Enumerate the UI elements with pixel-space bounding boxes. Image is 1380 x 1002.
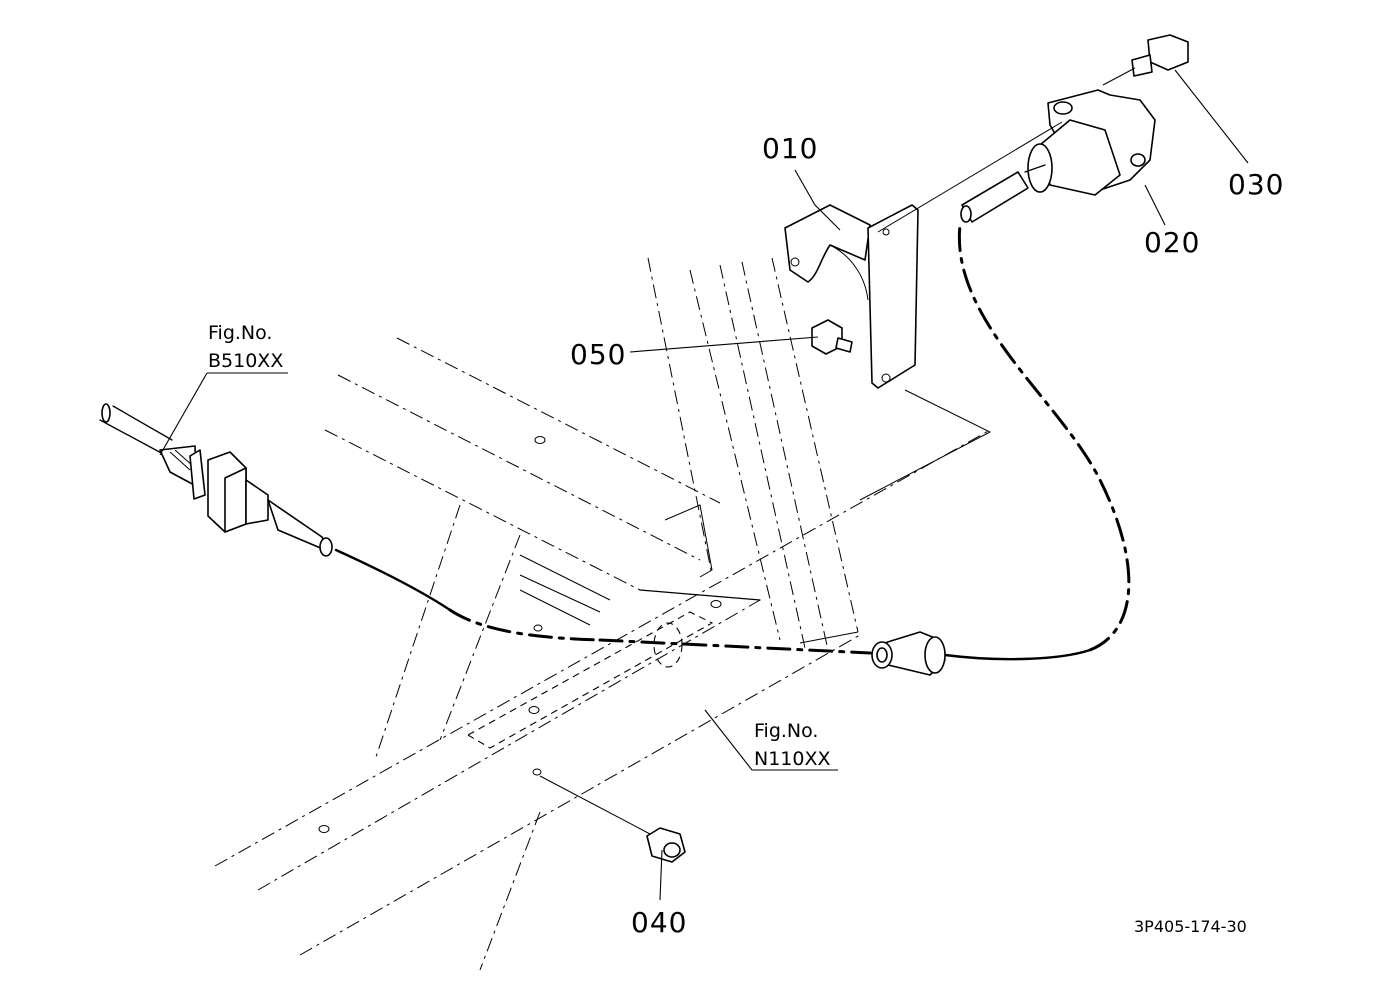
part-label-010: 010 <box>762 132 818 165</box>
cable-grommet <box>871 631 946 676</box>
chassis-frame <box>214 257 992 971</box>
part-label-050: 050 <box>570 338 626 371</box>
part-label-020: 020 <box>1144 226 1200 259</box>
part-020-sensor <box>877 89 1156 233</box>
harness-cable <box>334 223 1131 661</box>
fig-ref-lower-line2: N110XX <box>754 748 831 770</box>
part-label-040: 040 <box>631 906 687 939</box>
drawing-number: 3P405-174-30 <box>1134 917 1247 936</box>
fig-ref-lower-line1: Fig.No. <box>754 720 818 742</box>
part-040-nut <box>539 775 686 863</box>
harness-connector <box>99 403 333 557</box>
part-label-030: 030 <box>1228 168 1284 201</box>
part-030-nipple <box>1102 34 1189 86</box>
leader-lines <box>159 69 1249 901</box>
fig-ref-upper-line1: Fig.No. <box>208 322 272 344</box>
part-010-bracket <box>784 204 919 389</box>
fig-ref-upper-line2: B510XX <box>208 350 283 372</box>
part-050-bolt <box>811 319 853 355</box>
